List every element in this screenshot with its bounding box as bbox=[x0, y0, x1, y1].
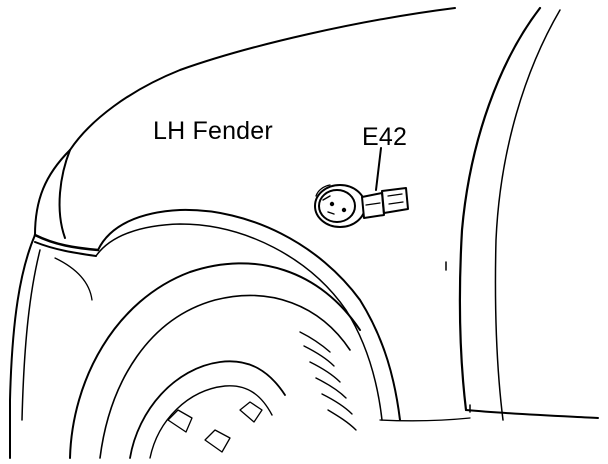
wheel-rim bbox=[129, 360, 286, 459]
fender-outline bbox=[9, 6, 599, 459]
side-marker-lamp bbox=[314, 184, 366, 228]
fender-label: LH Fender bbox=[153, 117, 273, 145]
wheel-arch bbox=[54, 208, 401, 421]
connector bbox=[361, 187, 409, 219]
leader-line bbox=[375, 147, 382, 191]
component-code-label: E42 bbox=[362, 123, 408, 151]
tire bbox=[69, 262, 361, 459]
